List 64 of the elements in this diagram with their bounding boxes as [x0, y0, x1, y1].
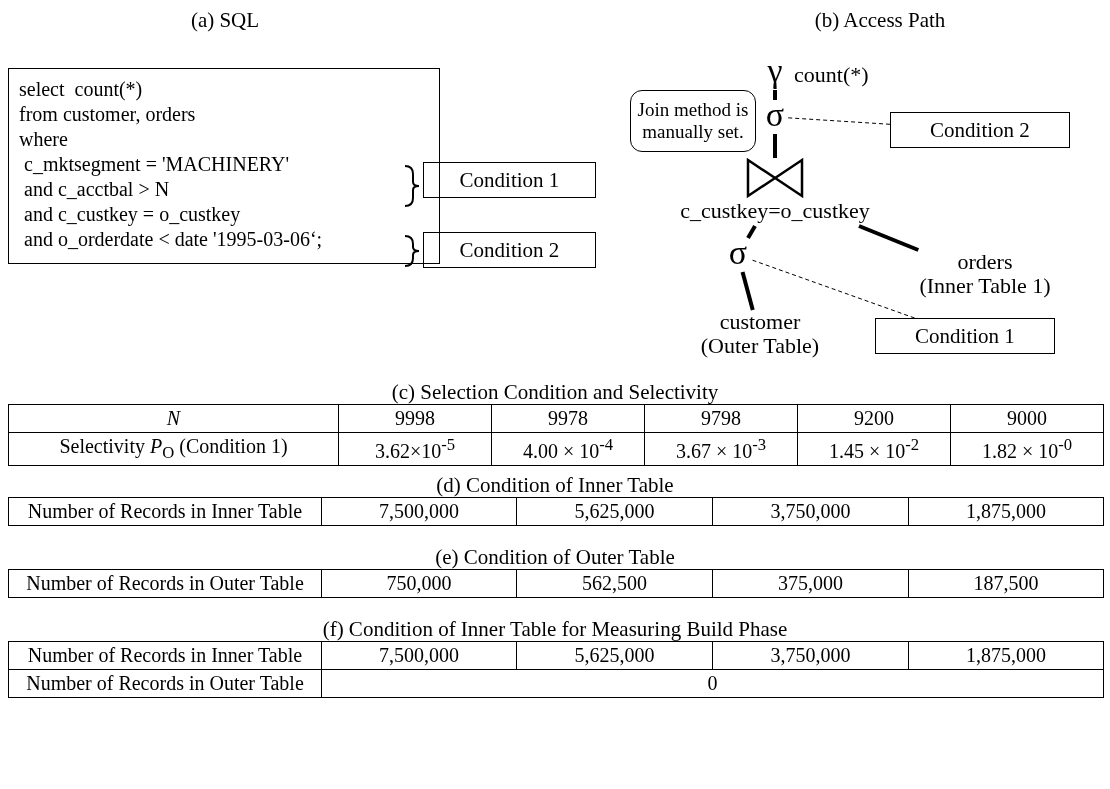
- table-cell: 187,500: [908, 569, 1104, 598]
- table-name: orders: [957, 250, 1013, 275]
- tree-edge: [773, 90, 777, 100]
- table-cell: 5,625,000: [516, 641, 713, 670]
- code-line: and c_custkey = o_custkey: [23, 202, 241, 227]
- code-line: c_mktsegment = 'MACHINERY': [23, 152, 290, 177]
- tree-edge: [773, 134, 777, 158]
- table-cell: 7,500,000: [321, 641, 517, 670]
- section-heading: (a) SQL: [190, 8, 260, 33]
- table-cell: 3.67 × 10$^{-3}$: [644, 432, 798, 466]
- code-line: and o_orderdate < date '1995-03-06‘;: [23, 227, 323, 252]
- table-role: (Outer Table): [700, 334, 820, 359]
- code-line: from customer, orders: [19, 102, 196, 127]
- selection-operator: σ: [725, 238, 751, 272]
- table-cell: Number of Records in Outer Table: [8, 669, 322, 698]
- table-cell: 750,000: [321, 569, 517, 598]
- table-cell: 0: [321, 669, 1104, 698]
- section-heading: (b) Access Path: [814, 8, 946, 33]
- table-cell: 3.62×10$^{-5}$: [338, 432, 492, 466]
- tree-edge: [746, 225, 757, 239]
- note-box: Join method is manually set.: [630, 90, 756, 152]
- gamma-operator: γ: [762, 56, 788, 90]
- condition-box: Condition 1: [423, 162, 596, 198]
- table-cell: 1,875,000: [908, 497, 1104, 526]
- code-line: select count(*): [19, 77, 143, 102]
- table-role: (Inner Table 1): [919, 274, 1051, 299]
- table-cell: 1.82 × 10$^{-0}$: [950, 432, 1104, 466]
- table-cell: N: [8, 404, 339, 433]
- table-cell: 9978: [491, 404, 645, 433]
- condition-box: Condition 1: [875, 318, 1055, 354]
- join-condition: c_custkey=o_custkey: [680, 198, 870, 224]
- table-cell: Number of Records in Outer Table: [8, 569, 322, 598]
- table-cell: 4.00 × 10$^{-4}$: [491, 432, 645, 466]
- tree-edge: [740, 271, 755, 311]
- condition-box: Condition 2: [890, 112, 1070, 148]
- table-cell: 3,750,000: [712, 497, 909, 526]
- table-cell: 5,625,000: [516, 497, 713, 526]
- section-heading: (e) Condition of Outer Table: [435, 545, 675, 570]
- table-cell: Number of Records in Inner Table: [8, 497, 322, 526]
- table-cell: 3,750,000: [712, 641, 909, 670]
- table-cell: 7,500,000: [321, 497, 517, 526]
- selection-operator: σ: [762, 100, 788, 134]
- tree-edge: [858, 224, 920, 252]
- section-heading: (c) Selection Condition and Selectivity: [391, 380, 719, 405]
- table-cell: 9000: [950, 404, 1104, 433]
- table-cell: 375,000: [712, 569, 909, 598]
- section-heading: (d) Condition of Inner Table: [436, 473, 674, 498]
- code-line: where: [19, 127, 68, 152]
- table-cell: 1,875,000: [908, 641, 1104, 670]
- leader-line: [750, 259, 916, 319]
- table-name: customer: [719, 310, 801, 335]
- section-heading: (f) Condition of Inner Table for Measuring Build Phase: [322, 617, 788, 642]
- table-cell: 562,500: [516, 569, 713, 598]
- table-cell: 9200: [797, 404, 951, 433]
- table-cell: 1.45 × 10$^{-2}$: [797, 432, 951, 466]
- code-line: and c_acctbal > N: [23, 177, 170, 202]
- sql-query-box: [8, 68, 440, 264]
- table-cell: 9798: [644, 404, 798, 433]
- condition-box: Condition 2: [423, 232, 596, 268]
- table-cell: 9998: [338, 404, 492, 433]
- node-caption: count(*): [794, 62, 869, 88]
- leader-line: [787, 117, 891, 125]
- table-cell: Number of Records in Inner Table: [8, 641, 322, 670]
- table-cell: Selectivity P$_{O}$ (Condition 1): [8, 432, 339, 466]
